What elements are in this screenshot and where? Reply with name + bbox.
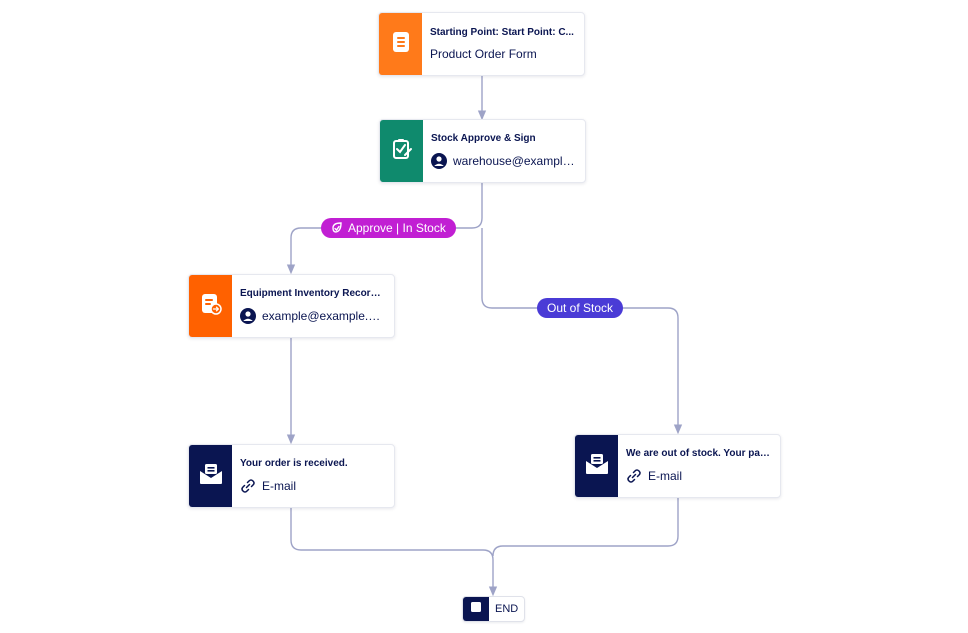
connector-approve-to-outofstock (481, 228, 683, 435)
approve-sign-node[interactable]: Stock Approve & Sign warehouse@example..… (379, 119, 586, 183)
link-icon (626, 468, 642, 484)
user-icon (431, 153, 447, 169)
check-leaf-icon (331, 222, 343, 234)
form-transfer-icon (200, 293, 222, 320)
start-node-icon-box (379, 13, 422, 75)
form-icon (391, 31, 411, 58)
connector-outofstock-to-end (492, 498, 679, 557)
connector-received-to-end (290, 508, 498, 597)
inventory-node-icon-box (189, 275, 232, 337)
inventory-node-assignee: example@example.com (262, 309, 386, 323)
email-icon (199, 463, 223, 490)
equipment-inventory-node[interactable]: Equipment Inventory Record ... example@e… (188, 274, 395, 338)
start-node-subtitle: Product Order Form (430, 47, 537, 61)
out-of-stock-email-node[interactable]: We are out of stock. Your pay... E-mail (574, 434, 781, 498)
end-node-label: END (495, 603, 519, 615)
approve-node-assignee: warehouse@example.... (453, 154, 577, 168)
email-icon (585, 453, 609, 480)
approve-node-icon-box (380, 120, 423, 182)
outofstock-node-title: We are out of stock. Your pay... (626, 448, 772, 459)
received-node-icon-box (189, 445, 232, 507)
end-node-icon-box (463, 597, 489, 621)
user-icon (240, 308, 256, 324)
link-icon (240, 478, 256, 494)
branch-approve-in-stock[interactable]: Approve | In Stock (321, 218, 456, 238)
branch-approve-label: Approve | In Stock (348, 221, 446, 235)
start-node[interactable]: Starting Point: Start Point: C... Produc… (378, 12, 585, 76)
received-node-channel: E-mail (262, 479, 297, 493)
outofstock-node-channel: E-mail (648, 469, 683, 483)
branch-out-of-stock[interactable]: Out of Stock (537, 298, 624, 318)
approve-node-title: Stock Approve & Sign (431, 133, 536, 144)
end-node[interactable]: END (462, 596, 525, 622)
inventory-node-title: Equipment Inventory Record ... (240, 288, 386, 299)
received-node-title: Your order is received. (240, 458, 348, 469)
approve-sign-icon (391, 138, 413, 165)
order-received-email-node[interactable]: Your order is received. E-mail (188, 444, 395, 508)
outofstock-node-icon-box (575, 435, 618, 497)
stop-icon (470, 600, 482, 618)
branch-out-of-stock-label: Out of Stock (547, 301, 614, 315)
start-node-title: Starting Point: Start Point: C... (430, 27, 574, 38)
